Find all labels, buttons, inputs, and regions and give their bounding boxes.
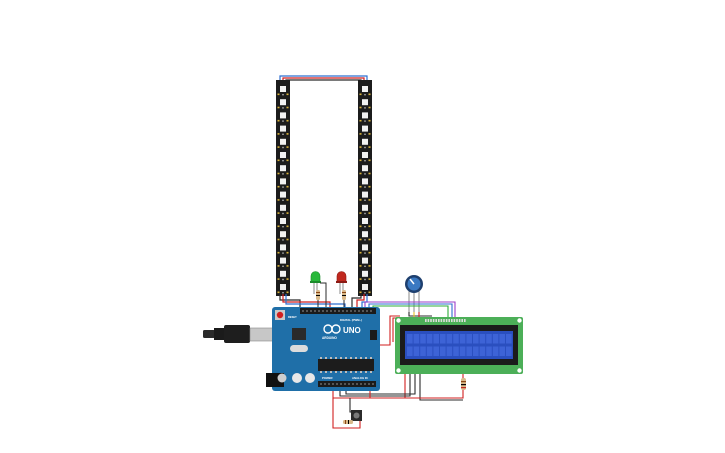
neopixel-led [362, 191, 368, 198]
neopixel-led [362, 99, 368, 106]
neopixel-led [362, 178, 368, 185]
wires-top [279, 75, 368, 82]
neopixel-led [362, 244, 368, 251]
arduino-logo-icon [323, 324, 341, 334]
neopixel-led [280, 270, 286, 277]
neopixel-led [362, 152, 368, 158]
pushbutton[interactable] [343, 410, 362, 424]
lcd-16x2[interactable] [395, 317, 523, 374]
neopixel-led [362, 218, 368, 224]
neopixel-led [362, 86, 368, 92]
power-label: POWER [322, 376, 333, 380]
neopixel-led [280, 244, 286, 251]
analog-label: ANALOG IN [352, 376, 368, 380]
neopixel-led [280, 204, 286, 211]
neopixel-led [362, 125, 368, 132]
neopixel-led [280, 191, 286, 198]
lcd-resistor [461, 378, 466, 390]
neopixel-strip-right[interactable] [358, 80, 372, 296]
neopixel-led [280, 178, 286, 185]
usb-cable [203, 325, 275, 343]
neopixel-led [362, 231, 368, 238]
board-logo-text: ARDUINO [322, 336, 337, 340]
neopixel-led [280, 86, 286, 92]
neopixel-led [362, 112, 368, 119]
neopixel-led [362, 284, 368, 290]
neopixel-strip-left[interactable] [276, 80, 290, 296]
neopixel-led [362, 270, 368, 277]
neopixel-led [280, 218, 286, 224]
wires-strip-board [279, 294, 368, 308]
neopixel-led [280, 231, 286, 238]
neopixel-led [362, 165, 368, 172]
neopixel-led [280, 125, 286, 132]
reset-label: RESET [288, 315, 297, 319]
digital-label: DIGITAL (PWM~) [340, 318, 362, 322]
arduino-uno-board[interactable]: UNO ARDUINO DIGITAL (PWM~) POWER ANALOG … [266, 307, 380, 391]
led-resistors [316, 282, 346, 308]
neopixel-led [362, 204, 368, 211]
neopixel-led [280, 165, 286, 172]
potentiometer[interactable] [405, 275, 423, 312]
neopixel-led [280, 99, 286, 106]
board-brand-text: UNO [343, 326, 361, 335]
neopixel-led [362, 138, 368, 145]
neopixel-led [280, 112, 286, 119]
neopixel-led [280, 284, 286, 290]
neopixel-led [280, 257, 286, 264]
neopixel-led [362, 257, 368, 264]
neopixel-led [280, 138, 286, 145]
neopixel-led [280, 152, 286, 158]
